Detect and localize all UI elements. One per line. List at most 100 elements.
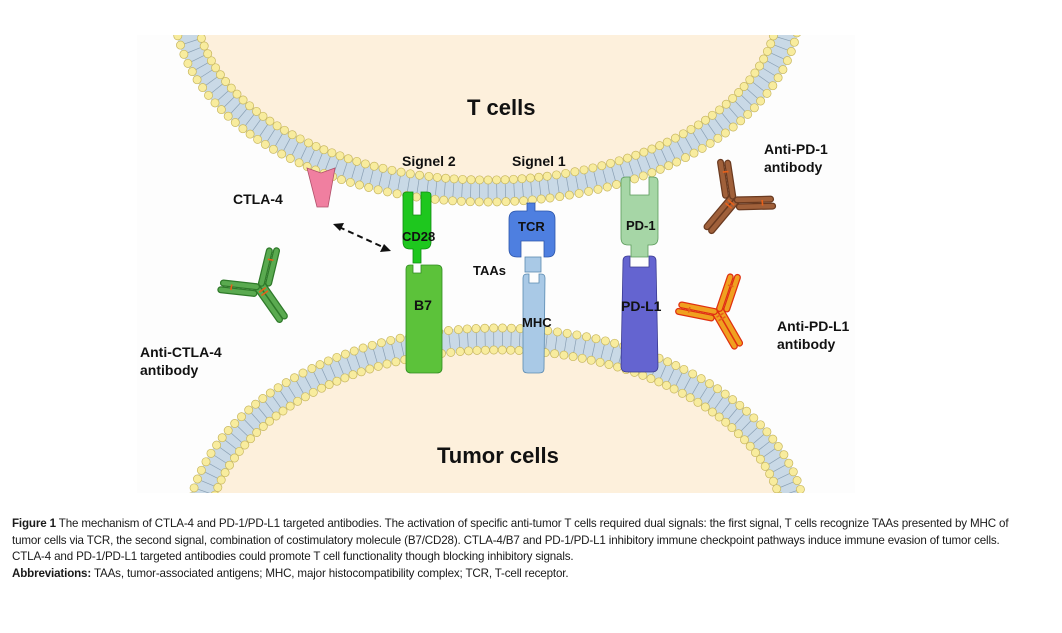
lipid-head (252, 106, 261, 116)
lipid-head (681, 153, 690, 163)
lipid-head (281, 378, 291, 388)
lipid-head (745, 441, 755, 451)
t-cell-membrane (173, 35, 801, 207)
lipid-head (631, 150, 641, 160)
lipid-head (610, 338, 620, 348)
lipid-head (252, 428, 262, 437)
lipid-head (721, 99, 731, 109)
lipid-head (373, 361, 383, 371)
lipid-head (765, 469, 775, 479)
lipid-head (707, 407, 717, 417)
lipid-head (768, 35, 778, 41)
lipid-head (662, 137, 672, 147)
lipid-head (444, 326, 453, 335)
lipid-head (201, 457, 211, 467)
lipid-head (480, 323, 490, 333)
lipid-head (360, 159, 370, 169)
lipid-head (337, 175, 346, 185)
lipid-head (332, 352, 342, 362)
lipid-head (509, 174, 518, 184)
ctla4-label: CTLA-4 (233, 191, 283, 207)
lipid-head (223, 111, 233, 121)
lipid-head (273, 383, 283, 393)
lipid-head (742, 406, 752, 416)
lipid-head (386, 335, 396, 345)
lipid-head (606, 158, 615, 168)
t-cell-label: T cells (467, 95, 535, 120)
lipid-head (348, 370, 358, 380)
lipid-head (475, 175, 485, 185)
lipid-head (448, 196, 458, 206)
lipid-head (762, 46, 772, 56)
lipid-head (432, 172, 442, 182)
lipid-head (373, 185, 383, 195)
lipid-head (545, 193, 555, 203)
lipid-head (198, 83, 208, 93)
lipid-head (572, 330, 582, 340)
lipid-head (345, 177, 355, 187)
b7-ligand (405, 264, 443, 374)
lipid-head (728, 93, 738, 103)
lipid-head (506, 323, 516, 333)
lipid-head (272, 121, 282, 131)
lipid-head (391, 357, 401, 367)
lipid-head (786, 47, 796, 56)
lipid-head (654, 377, 664, 387)
lipid-head (258, 422, 268, 431)
lipid-head (559, 350, 569, 360)
lipid-head (584, 186, 594, 196)
lipid-head (216, 105, 226, 115)
lipid-head (265, 116, 275, 126)
lipid-head (568, 352, 578, 362)
lipid-head (612, 180, 621, 189)
lipid-head (773, 442, 783, 451)
lipid-head (506, 345, 516, 355)
cd28-receptor (402, 191, 432, 264)
lipid-head (519, 196, 529, 206)
lipid-head (383, 187, 392, 197)
lipid-head (766, 39, 776, 49)
lipid-head (745, 75, 755, 85)
lipid-head (593, 184, 603, 194)
lipid-head (792, 35, 801, 38)
lipid-head (646, 374, 656, 384)
lipid-head (260, 139, 270, 149)
lipid-head (768, 81, 778, 91)
lipid-head (497, 345, 507, 355)
lipid-head (192, 75, 202, 85)
lipid-head (187, 67, 197, 77)
lipid-head (285, 401, 295, 411)
lipid-head (655, 164, 665, 174)
lipid-head (795, 484, 805, 493)
lipid-head (663, 357, 673, 367)
lipid-head (779, 450, 789, 460)
lipid-head (721, 417, 731, 427)
lipid-head (358, 343, 368, 353)
lipid-head (655, 141, 665, 151)
lipid-head (246, 434, 256, 444)
lipid-head (176, 40, 185, 50)
lipid-head (472, 345, 482, 355)
lipid-head (697, 143, 707, 153)
lipid-head (364, 183, 374, 192)
tcr-receptor (508, 202, 556, 258)
lipid-head (582, 332, 591, 342)
lipid-head (179, 49, 189, 59)
lipid-head (720, 128, 730, 138)
lipid-head (701, 115, 710, 125)
lipid-head (579, 165, 589, 175)
lipid-head (662, 380, 671, 390)
lipid-head (465, 197, 475, 207)
lipid-head (597, 161, 607, 171)
lipid-head (220, 468, 230, 478)
lipid-head (561, 168, 571, 178)
lipid-head (776, 491, 783, 493)
lipid-head (271, 411, 281, 421)
tumor-cell-body (204, 339, 790, 493)
tcr-label: TCR (518, 219, 545, 234)
lipid-head (671, 361, 681, 370)
lipid-head (203, 49, 213, 59)
lipid-head (196, 35, 206, 43)
lipid-head (355, 180, 364, 190)
lipid-head (672, 157, 682, 167)
